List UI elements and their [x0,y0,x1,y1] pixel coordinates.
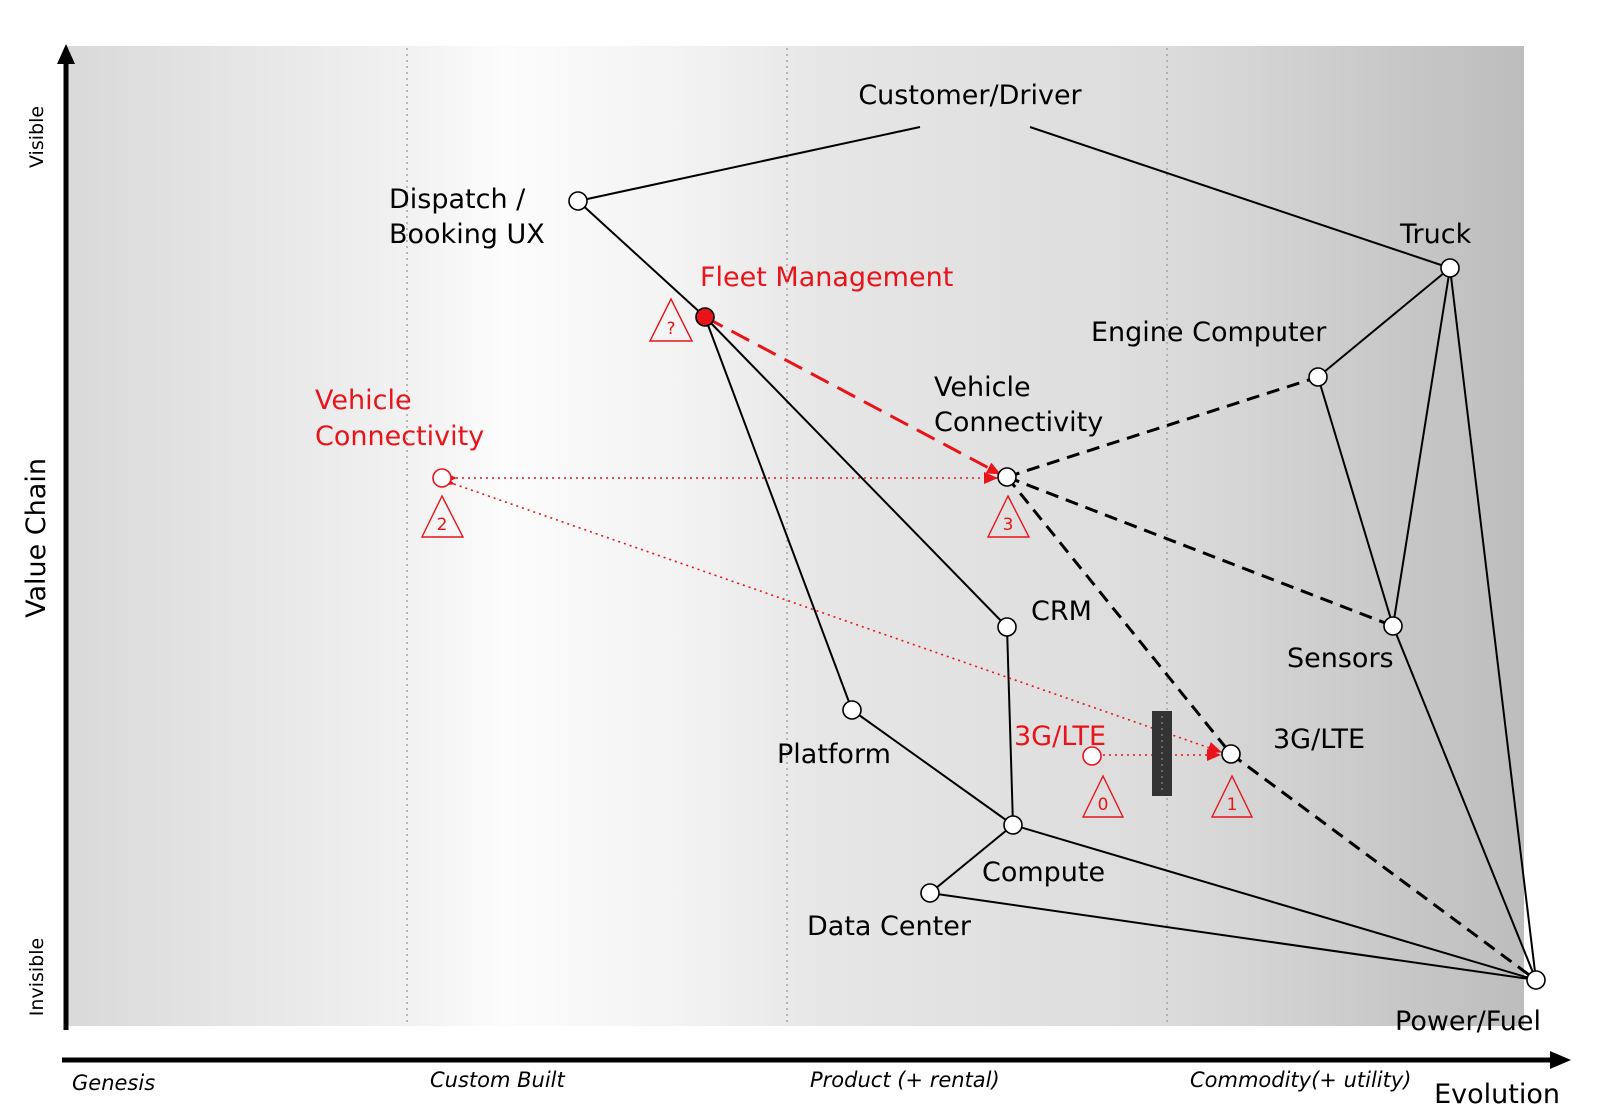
inertia-bar [1152,711,1172,796]
node-fleet [695,307,715,327]
node-dispatch [568,191,588,211]
label-power: Power/Fuel [1395,1006,1541,1037]
node-crm [997,617,1017,637]
node-lte [1221,744,1241,764]
svg-text:1: 1 [1227,795,1238,815]
red-nodes [432,468,1102,766]
svg-text:0: 0 [1098,795,1109,815]
svg-text:3: 3 [1003,515,1014,535]
node-power [1526,970,1546,990]
label-lte: 3G/LTE [1273,724,1365,755]
link-truck-power [1449,267,1537,981]
node-compute [1003,815,1023,835]
label-datacenter: Data Center [807,911,972,942]
y-axis-bottom-label: Invisible [26,938,48,1016]
marker-lte: 1 [1210,774,1254,818]
movement-arrows [439,472,1222,761]
node-vc [997,467,1017,487]
link-compute-power [1012,824,1537,981]
node-datacenter [920,883,940,903]
markers: ? 2 3 0 1 [420,297,1254,818]
label-vc-old-2: Connectivity [315,421,484,452]
label-crm: CRM [1031,596,1092,627]
y-axis-label: Value Chain [21,458,52,618]
marker-vc-old: 2 [420,494,465,538]
link-dispatch-fleet [577,200,706,318]
marker-lte-old: 0 [1081,774,1125,818]
link-truck-sensors [1392,267,1451,627]
label-engine: Engine Computer [1091,317,1327,348]
stage-genesis: Genesis [72,1071,155,1095]
link-vc-engine [1006,375,1319,479]
marker-fleet: ? [648,297,694,342]
label-dispatch-2: Booking UX [389,219,545,250]
x-axis-label: Evolution [1434,1079,1560,1110]
marker-vc: 3 [986,494,1031,538]
link-compute-datacenter [929,824,1014,894]
node-truck [1440,258,1460,278]
nodes [568,191,1546,990]
node-sensors [1383,616,1403,636]
label-vc-1: Vehicle [934,372,1031,403]
map-background [66,46,1524,1026]
label-lte-old: 3G/LTE [1014,721,1106,752]
label-customer: Customer/Driver [858,80,1082,111]
node-lte-old [1082,746,1102,766]
label-compute: Compute [982,857,1105,888]
label-vc-old-1: Vehicle [315,385,412,416]
svg-text:2: 2 [437,515,448,535]
link-fleet-vc-red [704,315,1001,476]
label-platform: Platform [777,739,891,770]
node-engine [1308,367,1328,387]
link-customer-dispatch [577,126,921,202]
node-platform [842,700,862,720]
y-axis-arrow [57,44,75,64]
stage-commodity: Commodity(+ utility) [1190,1068,1411,1092]
link-sensors-power [1392,625,1537,981]
stage-custom-built: Custom Built [430,1068,566,1092]
y-axis-top-label: Visible [26,106,48,168]
link-datacenter-power [929,892,1537,981]
link-customer-truck [1029,126,1451,269]
link-engine-sensors [1317,376,1394,627]
labels: Customer/Driver Dispatch / Booking UX Fl… [315,80,1541,1037]
label-truck: Truck [1399,219,1472,250]
node-vc-old [432,468,452,488]
label-vc-2: Connectivity [934,407,1103,438]
label-sensors: Sensors [1287,643,1394,674]
link-truck-engine [1317,267,1451,378]
stage-product: Product (+ rental) [810,1068,1000,1092]
label-dispatch-1: Dispatch / [389,184,526,215]
label-fleet: Fleet Management [700,262,953,293]
svg-text:?: ? [666,319,675,339]
axes [57,44,1571,1069]
link-lte-power [1230,752,1537,982]
x-axis-arrow [1550,1051,1571,1069]
